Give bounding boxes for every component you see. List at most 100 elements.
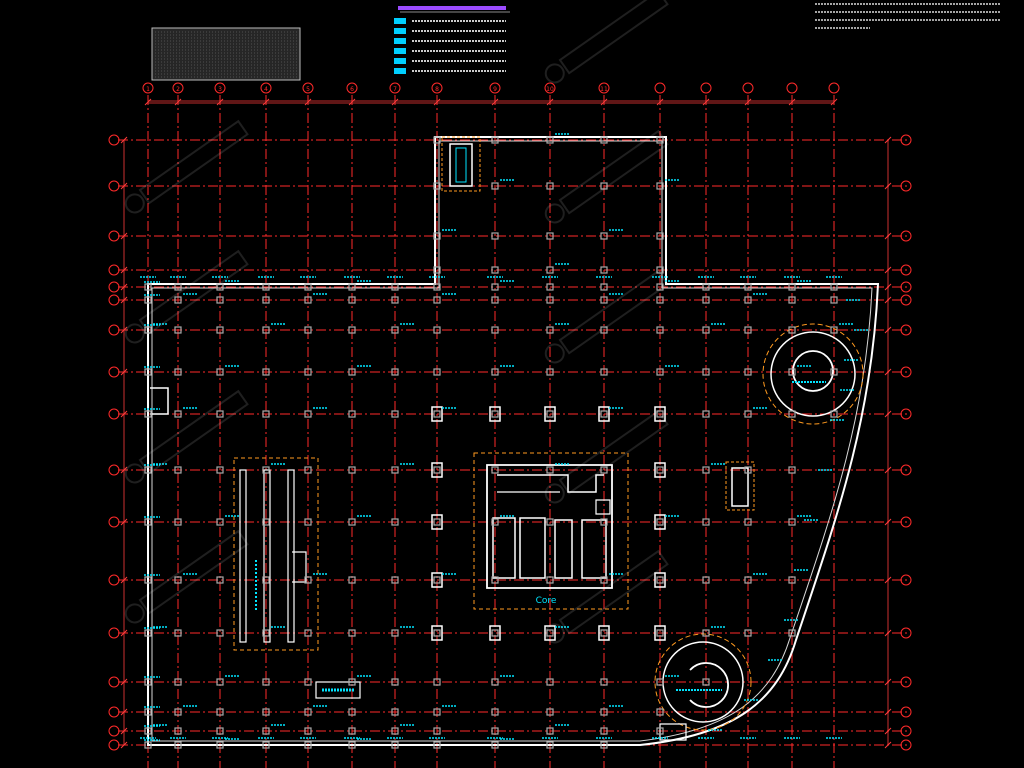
grid-bubble-top: [389, 82, 401, 94]
column: [144, 466, 152, 474]
dimension-tick-side: [120, 410, 128, 418]
column: [348, 629, 356, 637]
grid-bubble-right: [900, 134, 912, 146]
column: [744, 518, 752, 526]
watermark-box: [558, 129, 669, 215]
dimension-tick-top: [144, 98, 152, 106]
column: [144, 296, 152, 304]
column: [262, 741, 270, 749]
grid-bubble-left: [108, 408, 120, 420]
column: [348, 283, 356, 291]
column: [491, 136, 499, 144]
column: [788, 629, 796, 637]
column: [702, 518, 710, 526]
column: [144, 629, 152, 637]
column: [348, 727, 356, 735]
dimension-tick-side: [120, 576, 128, 584]
stair-upper-boundary: [441, 136, 481, 192]
column: [702, 326, 710, 334]
column: [433, 296, 441, 304]
dimension-tick-side: [884, 629, 892, 637]
watermark-circle: [544, 343, 565, 364]
column: [744, 410, 752, 418]
column: [144, 708, 152, 716]
column: [656, 368, 664, 376]
column: [546, 629, 554, 637]
dimension-tick-side: [884, 368, 892, 376]
column: [216, 741, 224, 749]
stair-upper-fill: [455, 147, 467, 183]
dimension-tick-side: [884, 266, 892, 274]
grid-bubble-top: [142, 82, 154, 94]
column: [656, 410, 664, 418]
dimension-tick-top: [600, 98, 608, 106]
column: [744, 466, 752, 474]
dimension-tick-side: [884, 232, 892, 240]
core-column: [431, 572, 443, 588]
column: [216, 296, 224, 304]
dimension-tick-side: [884, 136, 892, 144]
dimension-tick-top: [391, 98, 399, 106]
grid-bubble-top: [598, 82, 610, 94]
column: [216, 466, 224, 474]
grid-bubble-left: [108, 281, 120, 293]
column: [546, 296, 554, 304]
dimension-tick-top: [174, 98, 182, 106]
column-grid-lines: [118, 95, 908, 768]
column: [304, 326, 312, 334]
watermark-mark: [124, 249, 249, 344]
column: [174, 410, 182, 418]
dimension-tick-side: [884, 741, 892, 749]
core-wall-top: [497, 474, 604, 493]
column: [656, 576, 664, 584]
core-column: [654, 406, 666, 422]
column: [600, 466, 608, 474]
grid-bubble-right: [900, 366, 912, 378]
exterior-wall-outline: [147, 136, 880, 746]
escalator-landing: [292, 551, 307, 583]
dimension-tick-side: [120, 368, 128, 376]
column: [491, 708, 499, 716]
column: [304, 741, 312, 749]
watermark-box: [558, 549, 669, 635]
column: [702, 368, 710, 376]
column: [262, 466, 270, 474]
column: [788, 326, 796, 334]
column: [262, 629, 270, 637]
column: [600, 727, 608, 735]
watermark-mark: [544, 129, 669, 224]
column: [174, 629, 182, 637]
watermark-box: [138, 249, 249, 335]
shaft-right-boundary: [725, 461, 755, 511]
column: [144, 283, 152, 291]
legend-swatch: [394, 18, 406, 24]
dimension-tick-side: [884, 518, 892, 526]
dimension-tick-side: [884, 466, 892, 474]
column: [491, 296, 499, 304]
grid-bubble-right: [900, 230, 912, 242]
watermark-circle: [124, 323, 145, 344]
grid-bubble-right: [900, 574, 912, 586]
column: [656, 727, 664, 735]
column: [304, 283, 312, 291]
dimension-tick-side: [120, 727, 128, 735]
column: [262, 326, 270, 334]
core-column: [654, 625, 666, 641]
column: [262, 296, 270, 304]
core-column: [654, 462, 666, 478]
grid-bubble-top: [172, 82, 184, 94]
grid-bubble-label: 8: [435, 86, 439, 93]
dimension-tick-side: [884, 182, 892, 190]
column: [433, 266, 441, 274]
grid-bubble-left: [108, 574, 120, 586]
column: [216, 708, 224, 716]
column: [830, 326, 838, 334]
dimension-tick-side: [120, 629, 128, 637]
dimension-tick-top: [546, 98, 554, 106]
circular-atrium-upper: [762, 323, 864, 425]
column: [656, 629, 664, 637]
column: [491, 576, 499, 584]
column: [144, 368, 152, 376]
